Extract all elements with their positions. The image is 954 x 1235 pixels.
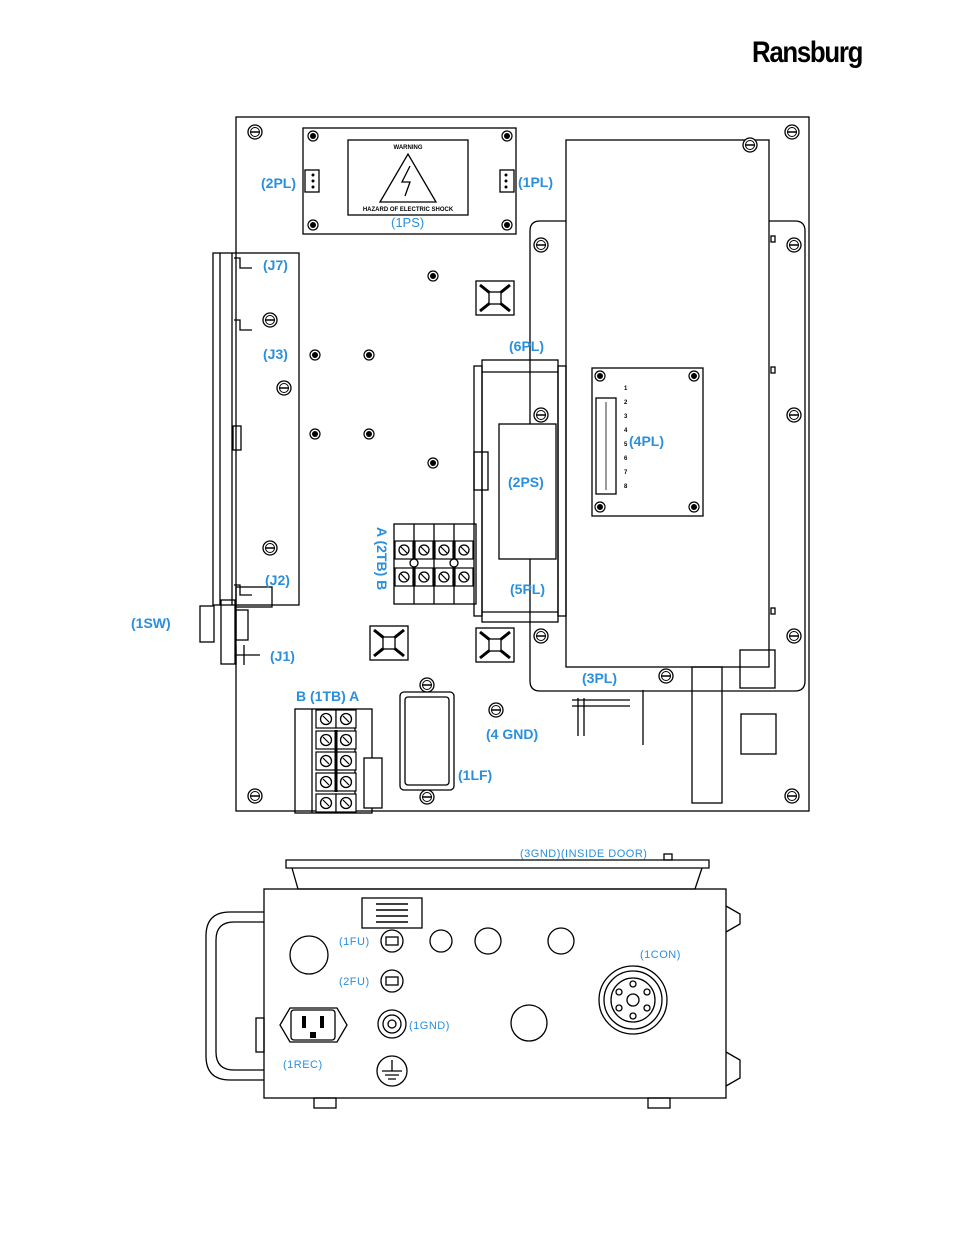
terminal-block-1tb [295, 709, 382, 813]
label-2fu: (2FU) [339, 976, 370, 988]
warning-title: WARNING [394, 145, 423, 151]
label-2tb: A (2TB) B [374, 527, 390, 590]
label-3gnd: (3GND)(INSIDE DOOR) [520, 848, 647, 860]
fuse-holder-2fu [381, 970, 403, 992]
label-4gnd: (4 GND) [486, 726, 538, 742]
power-receptacle-1rec [280, 1008, 347, 1042]
label-1ps: (1PS) [391, 215, 424, 230]
label-1con: (1CON) [640, 949, 681, 961]
label-1rec: (1REC) [283, 1059, 323, 1071]
label-4pl: (4PL) [629, 433, 664, 449]
label-1pl: (1PL) [518, 174, 553, 190]
warning-label: WARNING HAZARD OF ELECTRIC SHOCK [348, 140, 468, 215]
label-1fu: (1FU) [339, 936, 370, 948]
fuse-holder-1fu [381, 930, 403, 952]
warning-text: HAZARD OF ELECTRIC SHOCK [363, 207, 454, 213]
label-2ps: (2PS) [508, 474, 544, 490]
label-3pl: (3PL) [582, 670, 617, 686]
label-1sw: (1SW) [131, 615, 171, 631]
connector-1con [599, 966, 667, 1034]
label-1tb: B (1TB) A [296, 688, 359, 704]
line-filter-1lf [400, 678, 454, 804]
label-6pl: (6PL) [509, 338, 544, 354]
label-j7: (J7) [263, 257, 288, 273]
label-5pl: (5PL) [510, 581, 545, 597]
label-2pl: (2PL) [261, 175, 296, 191]
label-1gnd: (1GND) [409, 1020, 450, 1032]
label-j2: (J2) [265, 572, 290, 588]
control-module: 12 34 56 78 [530, 138, 805, 803]
terminal-block-2tb [394, 524, 476, 604]
label-j3: (J3) [263, 346, 288, 362]
label-j1: (J1) [270, 648, 295, 664]
circuit-board-j [200, 253, 299, 665]
label-1lf: (1LF) [458, 767, 492, 783]
